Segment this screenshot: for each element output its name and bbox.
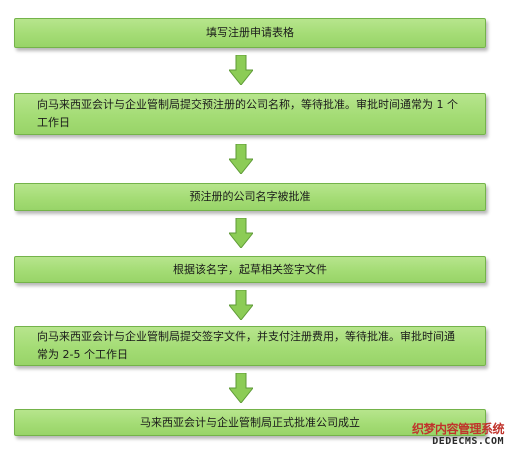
flow-step-2-text: 向马来西亚会计与企业管制局提交预注册的公司名称，等待批准。审批时间通常为 1 个… [37,98,458,129]
flow-step-6-text: 马来西亚会计与企业管制局正式批准公司成立 [140,415,360,429]
down-arrow-icon [229,290,253,320]
flow-step-4-text: 根据该名字，起草相关签字文件 [173,262,327,276]
flow-step-1: 填写注册申请表格 [14,18,486,48]
flow-step-4: 根据该名字，起草相关签字文件 [14,256,486,283]
watermark-cn: 织梦内容管理系统 [411,422,505,436]
flow-step-3: 预注册的公司名字被批准 [14,183,486,211]
flow-step-5-text: 向马来西亚会计与企业管制局提交签字文件，并支付注册费用，等待批准。审批时间通常为… [37,330,455,361]
down-arrow-icon [229,218,253,248]
down-arrow-icon [229,55,253,85]
watermark-en: DEDECMS.COM [432,436,504,447]
flow-step-2: 向马来西亚会计与企业管制局提交预注册的公司名称，等待批准。审批时间通常为 1 个… [14,93,486,135]
flow-step-1-text: 填写注册申请表格 [206,26,294,40]
down-arrow-icon [229,144,253,174]
flow-step-3-text: 预注册的公司名字被批准 [189,190,311,204]
flow-step-5: 向马来西亚会计与企业管制局提交签字文件，并支付注册费用，等待批准。审批时间通常为… [14,326,486,366]
down-arrow-icon [229,373,253,403]
flow-step-6: 马来西亚会计与企业管制局正式批准公司成立 [14,409,486,436]
